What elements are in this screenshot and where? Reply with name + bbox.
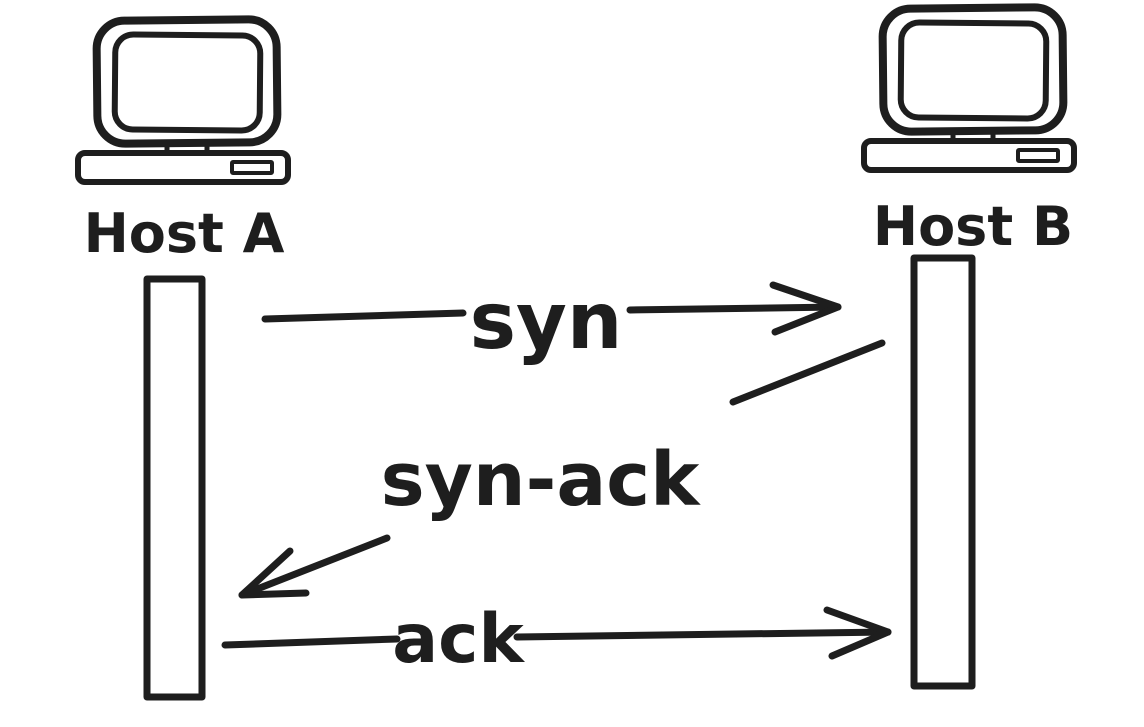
ack-arrowhead [823, 606, 892, 660]
message-syn-ack-arrow: syn-ack [238, 339, 886, 599]
syn-arrowhead [769, 281, 842, 336]
host-a-lifeline [143, 275, 206, 701]
ack-label: ack [392, 600, 525, 679]
message-ack-arrow: ack [221, 600, 892, 679]
syn-ack-arrowhead [238, 547, 310, 599]
host-b-lifeline [910, 254, 976, 690]
computer-icon [78, 19, 288, 182]
syn-line-right [626, 303, 842, 314]
syn-ack-line-upper [729, 339, 886, 406]
syn-label: syn [470, 277, 623, 367]
computer-icon [864, 7, 1074, 170]
syn-line-left [261, 309, 467, 323]
syn-ack-label: syn-ack [381, 437, 701, 523]
ack-line-left [221, 635, 401, 649]
ack-line-right [513, 628, 892, 641]
actor-host-a: Host A [78, 19, 288, 701]
message-syn-arrow: syn [261, 277, 842, 367]
syn-ack-line-lower [238, 534, 391, 599]
actor-host-b: Host B [864, 7, 1074, 690]
host-b-label: Host B [873, 195, 1073, 258]
host-a-label: Host A [84, 202, 285, 265]
